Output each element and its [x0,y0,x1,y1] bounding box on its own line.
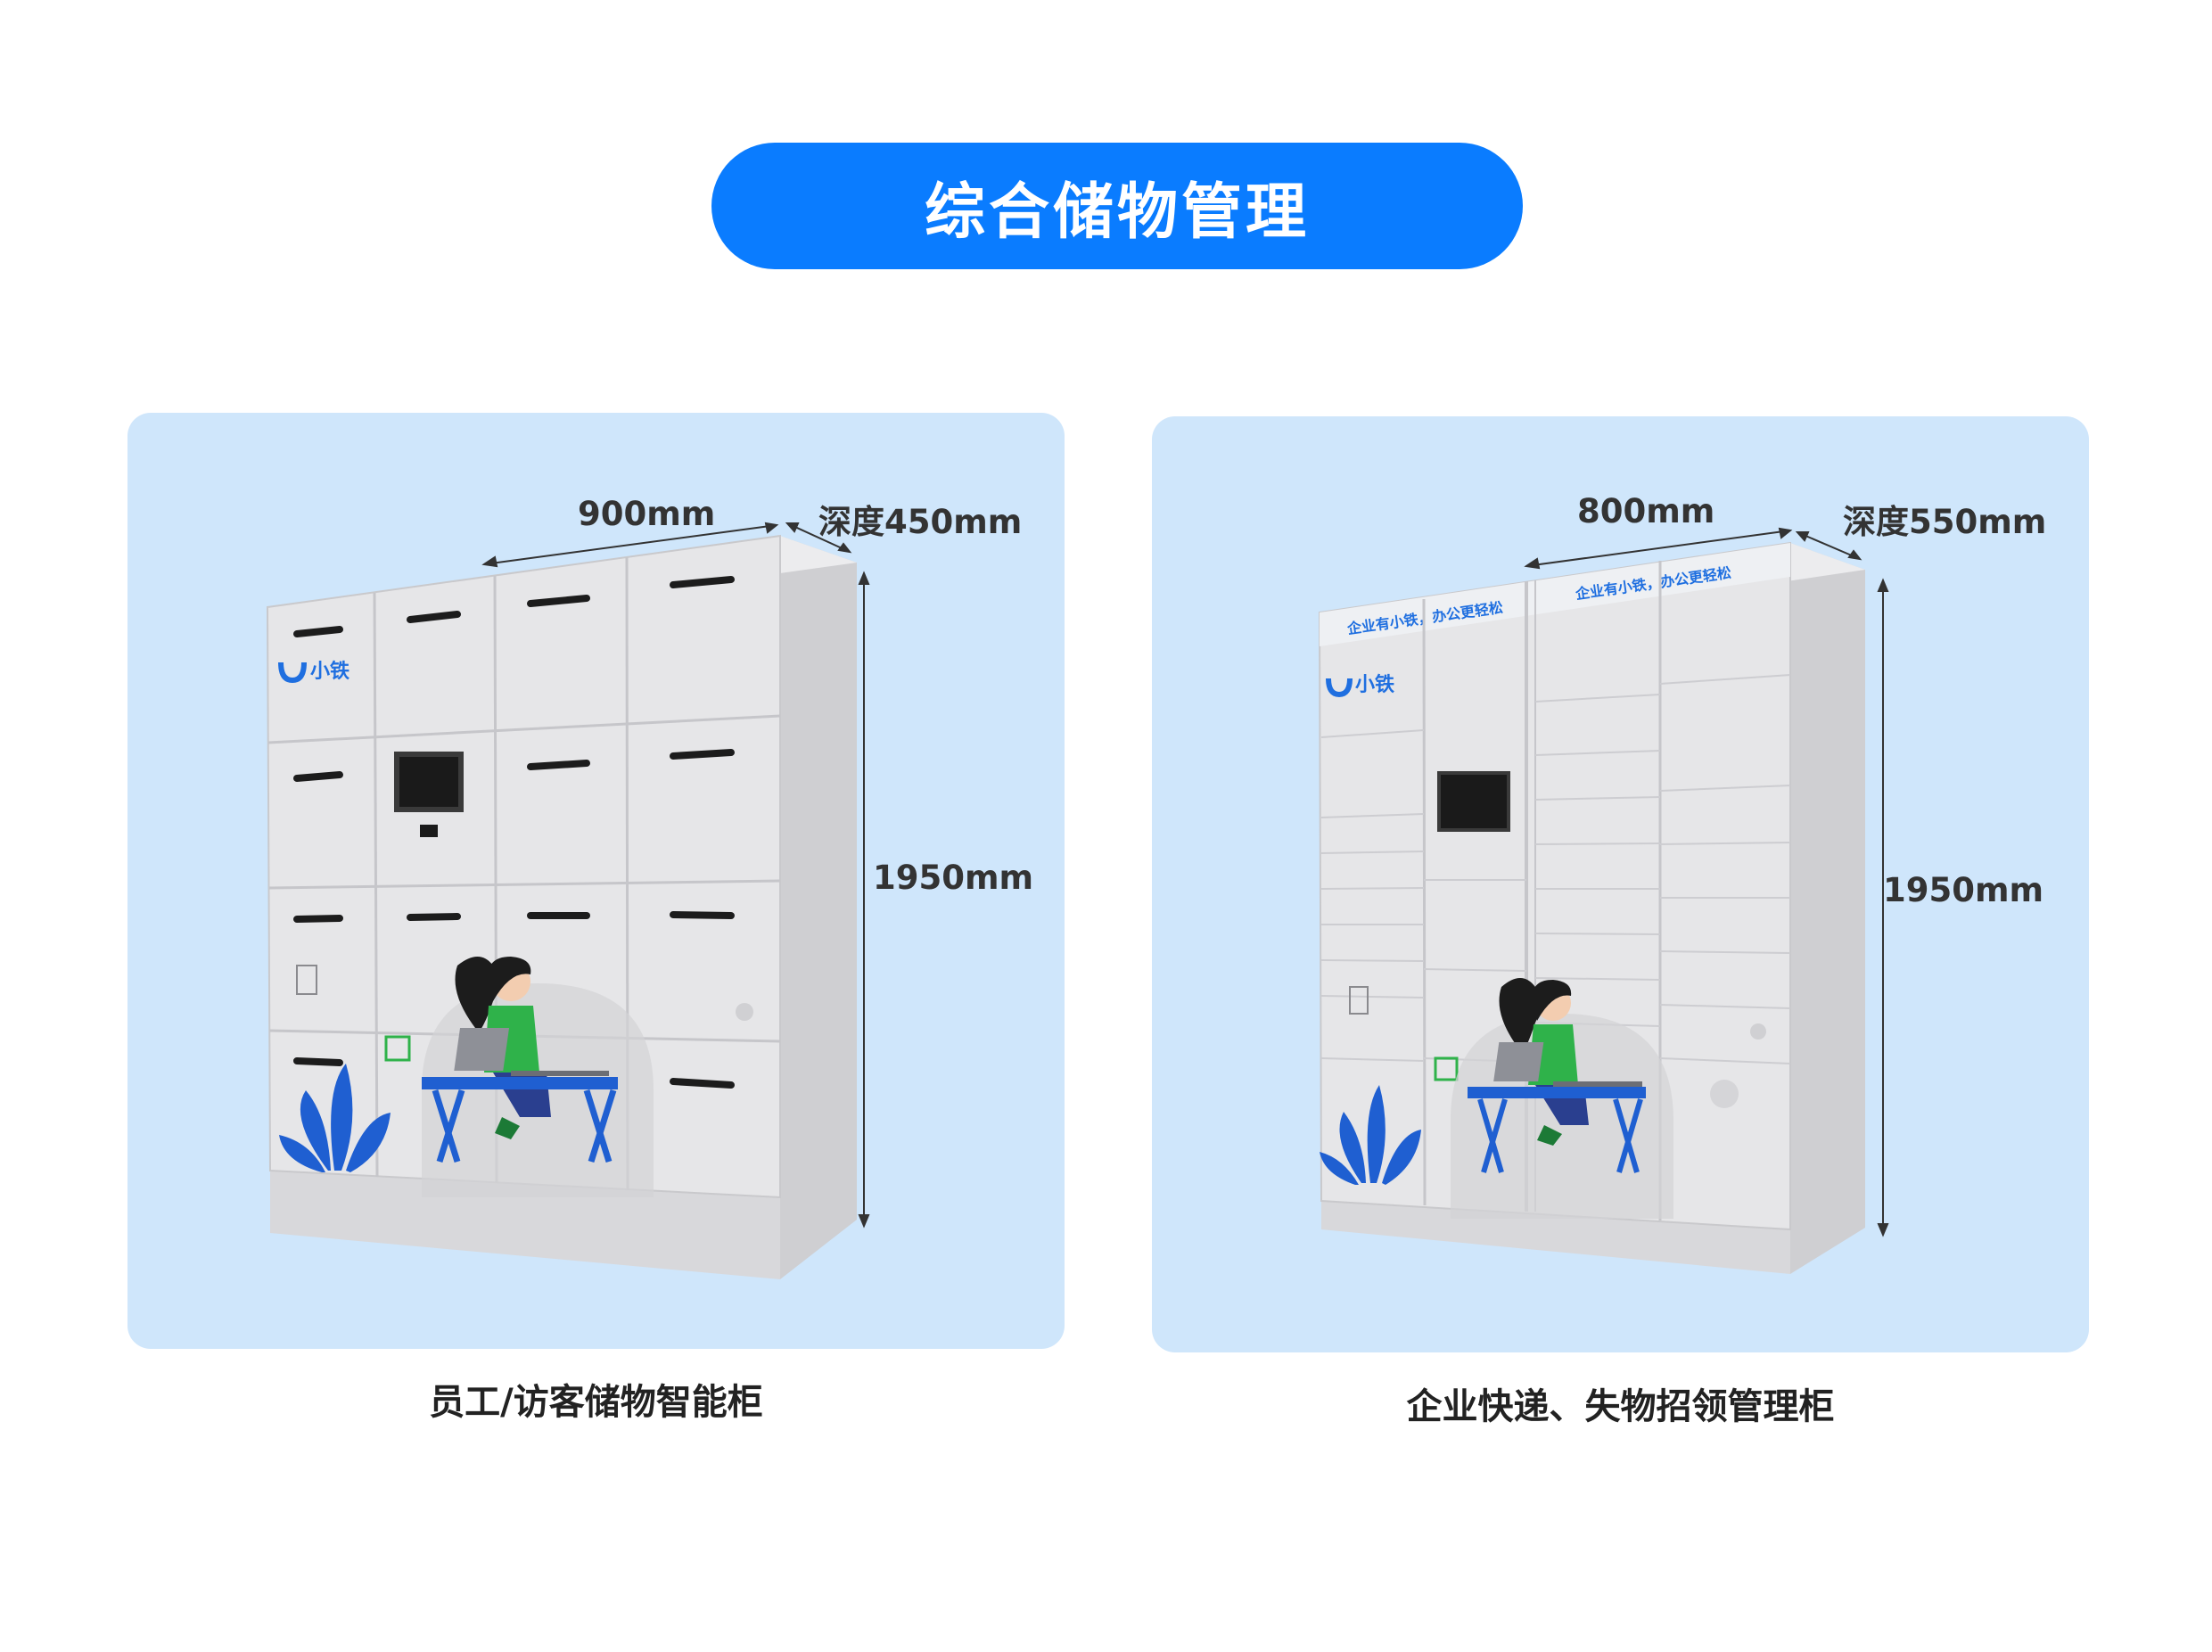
height-dimension-label: 1950mm [873,859,1034,897]
depth-dimension-label: 深度450mm [818,503,1023,541]
width-dimension-label: 800mm [1577,492,1715,530]
product-card-right: 企业有小铁，办公更轻松 企业有小铁，办公更轻松 [1152,416,2089,1352]
product-caption-left: 员工/访客储物智能柜 [429,1382,763,1423]
depth-dimension-label: 深度550mm [1843,503,2047,541]
product-caption-right: 企业快递、失物招领管理柜 [1406,1386,1835,1427]
plant-icon [279,1064,391,1172]
page-title: 综合储物管理 [711,143,1523,269]
product-card-left: 小铁 [127,413,1065,1349]
person-illustration [422,957,618,1163]
person-illustration [1468,978,1646,1173]
width-dimension-label: 900mm [578,495,716,533]
locker-cabinet-illustration-left: 小铁 [266,522,870,1279]
height-dimension-label: 1950mm [1883,871,2044,909]
locker-cabinet-illustration-right: 企业有小铁，办公更轻松 企业有小铁，办公更轻松 [1318,527,1889,1274]
plant-icon [1320,1085,1421,1185]
brand-logo-left: 小铁 [310,660,349,683]
brand-logo-right: 小铁 [1355,673,1394,696]
